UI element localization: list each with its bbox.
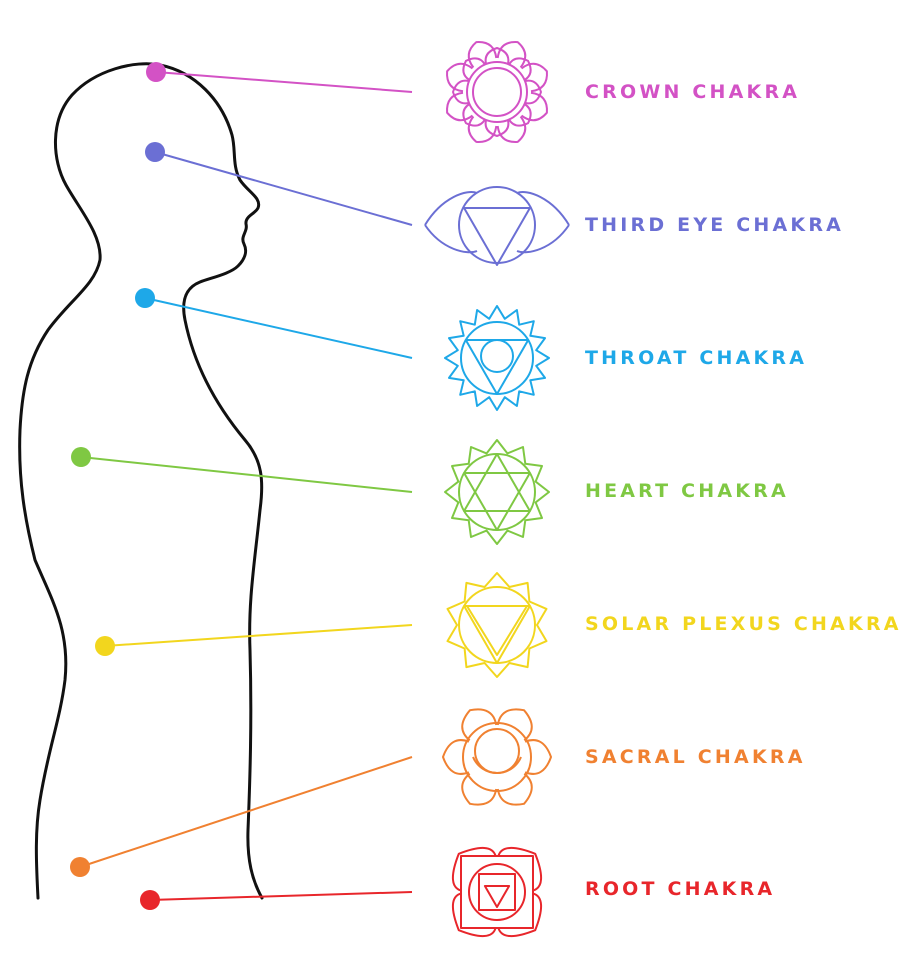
root-inner-square — [478, 873, 516, 911]
sacral-outer-circle — [462, 722, 532, 792]
lotus-petal — [446, 91, 474, 122]
third-eye-chakra-icon — [424, 186, 570, 266]
root-chakra-square-icon — [451, 846, 543, 938]
sacral-chakra-icon — [442, 708, 552, 806]
lotus-petal — [496, 41, 527, 69]
solar-plexus-circle — [458, 586, 536, 664]
root-square — [460, 855, 534, 929]
heart-body-dot — [71, 447, 91, 467]
third-eye-circle — [458, 186, 536, 264]
lotus-petal — [462, 103, 486, 127]
sacral-chakra-label: SACRAL CHAKRA — [585, 746, 806, 768]
solar-plexus-triangle — [463, 605, 531, 664]
third-eye-chakra-label: THIRD EYE CHAKRA — [585, 214, 844, 236]
heart-connector-line — [80, 456, 413, 493]
lotus-petal — [467, 41, 498, 69]
root-circle — [468, 863, 526, 921]
root-connector-line — [149, 891, 413, 901]
lotus-petal — [496, 115, 527, 143]
lotus-petal — [467, 115, 498, 143]
lotus-petal — [461, 708, 498, 742]
sacral-circle — [474, 728, 520, 774]
solar-plexus-chakra-icon — [446, 572, 548, 678]
crown-body-dot — [146, 62, 166, 82]
lotus-petal — [508, 57, 532, 81]
lotus-petal — [461, 772, 498, 806]
lotus-petal — [442, 739, 470, 775]
lotus-petal — [496, 772, 533, 806]
lotus-petal — [452, 79, 470, 105]
throat-outer-circle — [460, 321, 534, 395]
throat-connector-line — [144, 297, 413, 359]
root-body-dot — [140, 890, 160, 910]
heart-triangle-down — [463, 472, 531, 531]
lotus-petal — [462, 57, 486, 81]
crown-inner-circle — [472, 67, 522, 117]
sacral-body-dot — [70, 857, 90, 877]
throat-chakra-label: THROAT CHAKRA — [585, 347, 807, 369]
third-eye-left-wing — [424, 191, 478, 254]
third-eye-body-dot — [145, 142, 165, 162]
heart-star-outline — [444, 439, 550, 545]
solar-plexus-connector-line — [104, 624, 413, 647]
third-eye-connector-line — [154, 151, 413, 226]
body-silhouette — [18, 62, 264, 900]
heart-triangle-up — [463, 453, 531, 512]
root-chakra-label: ROOT CHAKRA — [585, 878, 775, 900]
throat-star-outline — [444, 305, 550, 411]
third-eye-right-wing — [516, 191, 570, 254]
lotus-petal — [496, 708, 533, 742]
heart-circle — [458, 453, 536, 531]
solar-plexus-inner-triangle — [466, 605, 528, 656]
lotus-petal — [497, 846, 543, 892]
root-triangle — [483, 885, 511, 908]
lotus-petal — [446, 62, 474, 93]
lotus-petal — [451, 892, 497, 938]
third-eye-triangle — [463, 207, 531, 266]
sacral-connector-line — [79, 756, 413, 868]
lotus-petal — [484, 119, 510, 137]
crown-connector-line — [155, 71, 413, 93]
throat-chakra-icon — [444, 305, 550, 411]
throat-inner-circle — [480, 339, 514, 373]
crown-outer-circle — [466, 61, 528, 123]
lotus-petal — [484, 47, 510, 65]
solar-plexus-chakra-label: SOLAR PLEXUS CHAKRA — [585, 613, 902, 635]
crown-chakra-lotus-icon — [446, 41, 548, 143]
heart-chakra-label: HEART CHAKRA — [585, 480, 789, 502]
lotus-petal — [497, 892, 543, 938]
lotus-petal — [451, 846, 497, 892]
solar-plexus-star-outline — [446, 572, 548, 678]
crown-chakra-label: CROWN CHAKRA — [585, 81, 800, 103]
lotus-petal — [524, 739, 552, 775]
sacral-crescent — [472, 756, 522, 774]
heart-chakra-hexagram-icon — [444, 439, 550, 545]
throat-body-dot — [135, 288, 155, 308]
lotus-petal — [520, 91, 548, 122]
lotus-petal — [524, 79, 542, 105]
solar-plexus-body-dot — [95, 636, 115, 656]
lotus-petal — [508, 103, 532, 127]
lotus-petal — [520, 62, 548, 93]
